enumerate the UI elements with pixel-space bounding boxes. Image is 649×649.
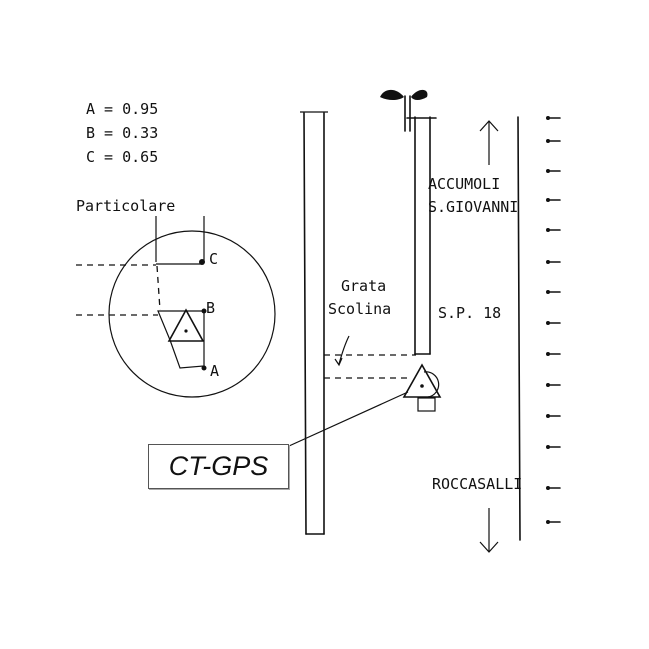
- label-accumoli: ACCUMOLI: [428, 175, 500, 193]
- detail-triangle-dot: [184, 329, 188, 333]
- detail-warning-triangle-icon: [167, 308, 205, 342]
- post-with-plant: [380, 89, 437, 355]
- detail-dash-vertical: [156, 265, 161, 311]
- label-roccasalli: ROCCASALLI: [432, 475, 522, 493]
- legend-a: A = 0.95: [86, 100, 158, 118]
- device-arc: [423, 371, 440, 398]
- grata-label-line1: Grata: [341, 277, 386, 295]
- left-wall: [300, 111, 328, 535]
- direction-up: [479, 120, 499, 165]
- direction-down: [479, 508, 499, 553]
- label-s-giovanni: S.GIOVANNI: [428, 198, 518, 216]
- point-c-dot: [199, 259, 205, 265]
- plant-icon: [380, 89, 428, 132]
- label-c: C: [209, 250, 218, 268]
- road-edge-line: [517, 116, 521, 541]
- point-a-dot: [201, 365, 207, 371]
- left-wall-outer-line: [303, 112, 307, 535]
- road-edge-right: [517, 116, 561, 541]
- grata-scolina: Grata Scolina: [324, 277, 416, 379]
- road-markers: [546, 116, 561, 524]
- label-a: A: [210, 362, 219, 380]
- ct-gps-device: [288, 363, 442, 447]
- legend-b: B = 0.33: [86, 124, 158, 142]
- label-b: B: [206, 299, 215, 317]
- grata-label-line2: Scolina: [328, 300, 391, 318]
- device-warning-triangle-icon: [402, 363, 442, 398]
- legend-c: C = 0.65: [86, 148, 158, 166]
- measurements-legend: A = 0.95 B = 0.33 C = 0.65: [86, 100, 158, 166]
- device-base: [417, 397, 436, 412]
- detail-title: Particolare: [76, 197, 175, 215]
- detail-circle: [108, 230, 276, 398]
- ct-gps-label: CT-GPS: [168, 451, 269, 481]
- ct-gps-label-box: CT-GPS: [148, 444, 289, 489]
- device-triangle-dot: [420, 384, 424, 388]
- detail-device-body: [157, 310, 205, 369]
- point-b-dot: [201, 308, 207, 314]
- detail-inset: Particolare C B A: [76, 197, 276, 398]
- label-road-sp: S.P. 18: [438, 304, 501, 322]
- grata-pointer-arrowhead: [334, 357, 343, 367]
- grata-pointer: [338, 335, 350, 365]
- arrow-up-icon: [479, 120, 499, 132]
- device-callout-line: [288, 391, 409, 447]
- arrow-down-icon: [479, 541, 499, 553]
